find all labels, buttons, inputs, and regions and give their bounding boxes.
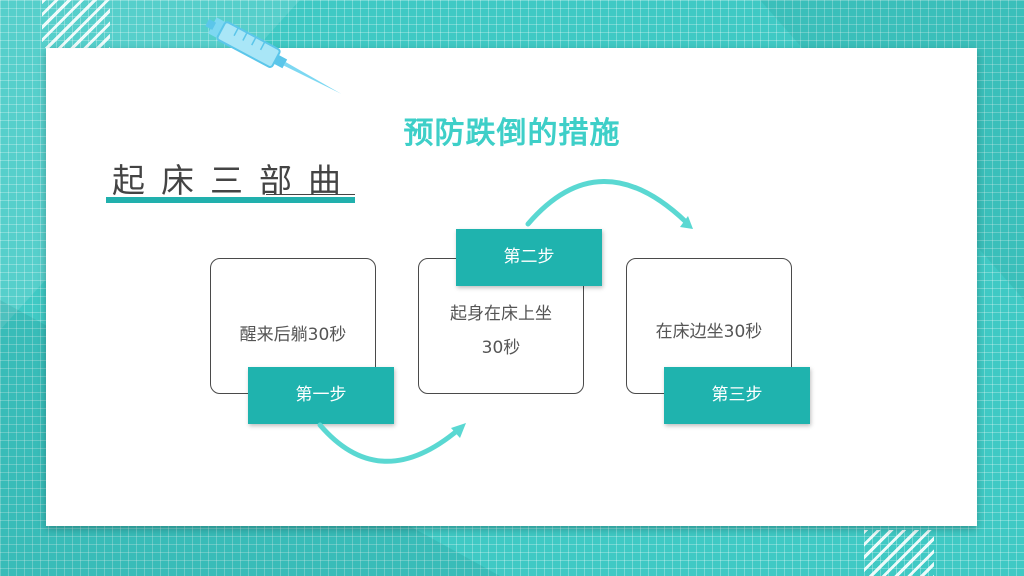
step-3-label: 第三步	[664, 367, 810, 424]
step-2-text-line-2: 30秒	[481, 338, 521, 358]
bottom-right-stripe-decoration	[864, 530, 934, 576]
subtitle-underline-accent	[266, 194, 355, 195]
top-left-stripe-decoration	[42, 0, 110, 48]
page-title: 预防跌倒的措施	[403, 116, 621, 151]
step-1-text: 醒来后躺30秒	[239, 325, 347, 345]
step-2-text-line-1: 起身在床上坐	[450, 304, 552, 324]
step-2-label: 第二步	[456, 229, 602, 286]
section-subtitle: 起床三部曲	[112, 161, 357, 200]
step-1-label: 第一步	[248, 367, 394, 424]
subtitle-underline	[106, 197, 355, 203]
syringe-icon	[205, 17, 342, 94]
step-3-text: 在床边坐30秒	[655, 322, 763, 342]
